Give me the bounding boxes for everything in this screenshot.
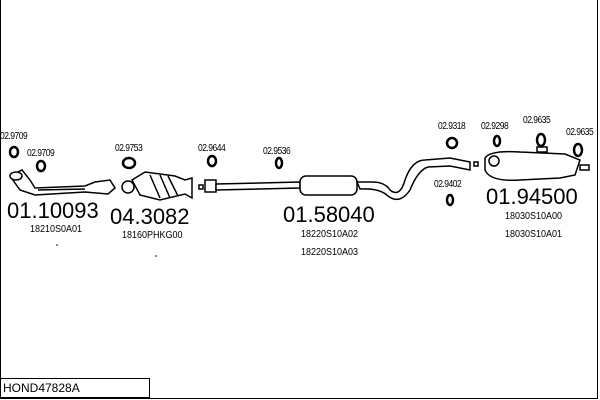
accessory-ref: 02.9753 (115, 143, 143, 154)
oem-number: 18210S0A01 (30, 224, 83, 235)
catalytic-converter-icon (121, 171, 193, 201)
accessory-ref: 02.9536 (263, 146, 291, 157)
accessory-ref: 02.9318 (438, 121, 466, 132)
accessory-ref: 02.9402 (434, 179, 462, 190)
oem-number: 18220S10A03 (301, 247, 359, 258)
part-number: 01.10093 (7, 198, 99, 223)
accessory-ref: 02.9298 (481, 121, 509, 132)
diagram-code-label: HOND47828A (0, 378, 150, 398)
accessory-ref: 02.9635 (523, 115, 551, 126)
part-number: 01.94500 (486, 184, 578, 209)
gasket-icon (8, 132, 584, 207)
oem-number: 18030S10A00 (505, 211, 563, 222)
part-number: 04.3082 (110, 204, 190, 229)
oem-number: 18030S10A01 (505, 229, 563, 240)
oem-number: 18160PHKG00 (122, 230, 183, 241)
accessory-ref: 02.9709 (0, 131, 28, 142)
accessory-ref: 02.9709 (27, 148, 55, 159)
front-pipe-icon (8, 169, 116, 196)
rear-muffler-icon (484, 146, 590, 182)
accessory-ref: 02.9644 (198, 143, 226, 154)
oem-number: 18220S10A02 (301, 229, 359, 240)
accessory-ref: 02.9635 (566, 127, 594, 138)
middle-muffler-icon (198, 157, 479, 201)
part-number: 01.58040 (283, 202, 375, 227)
